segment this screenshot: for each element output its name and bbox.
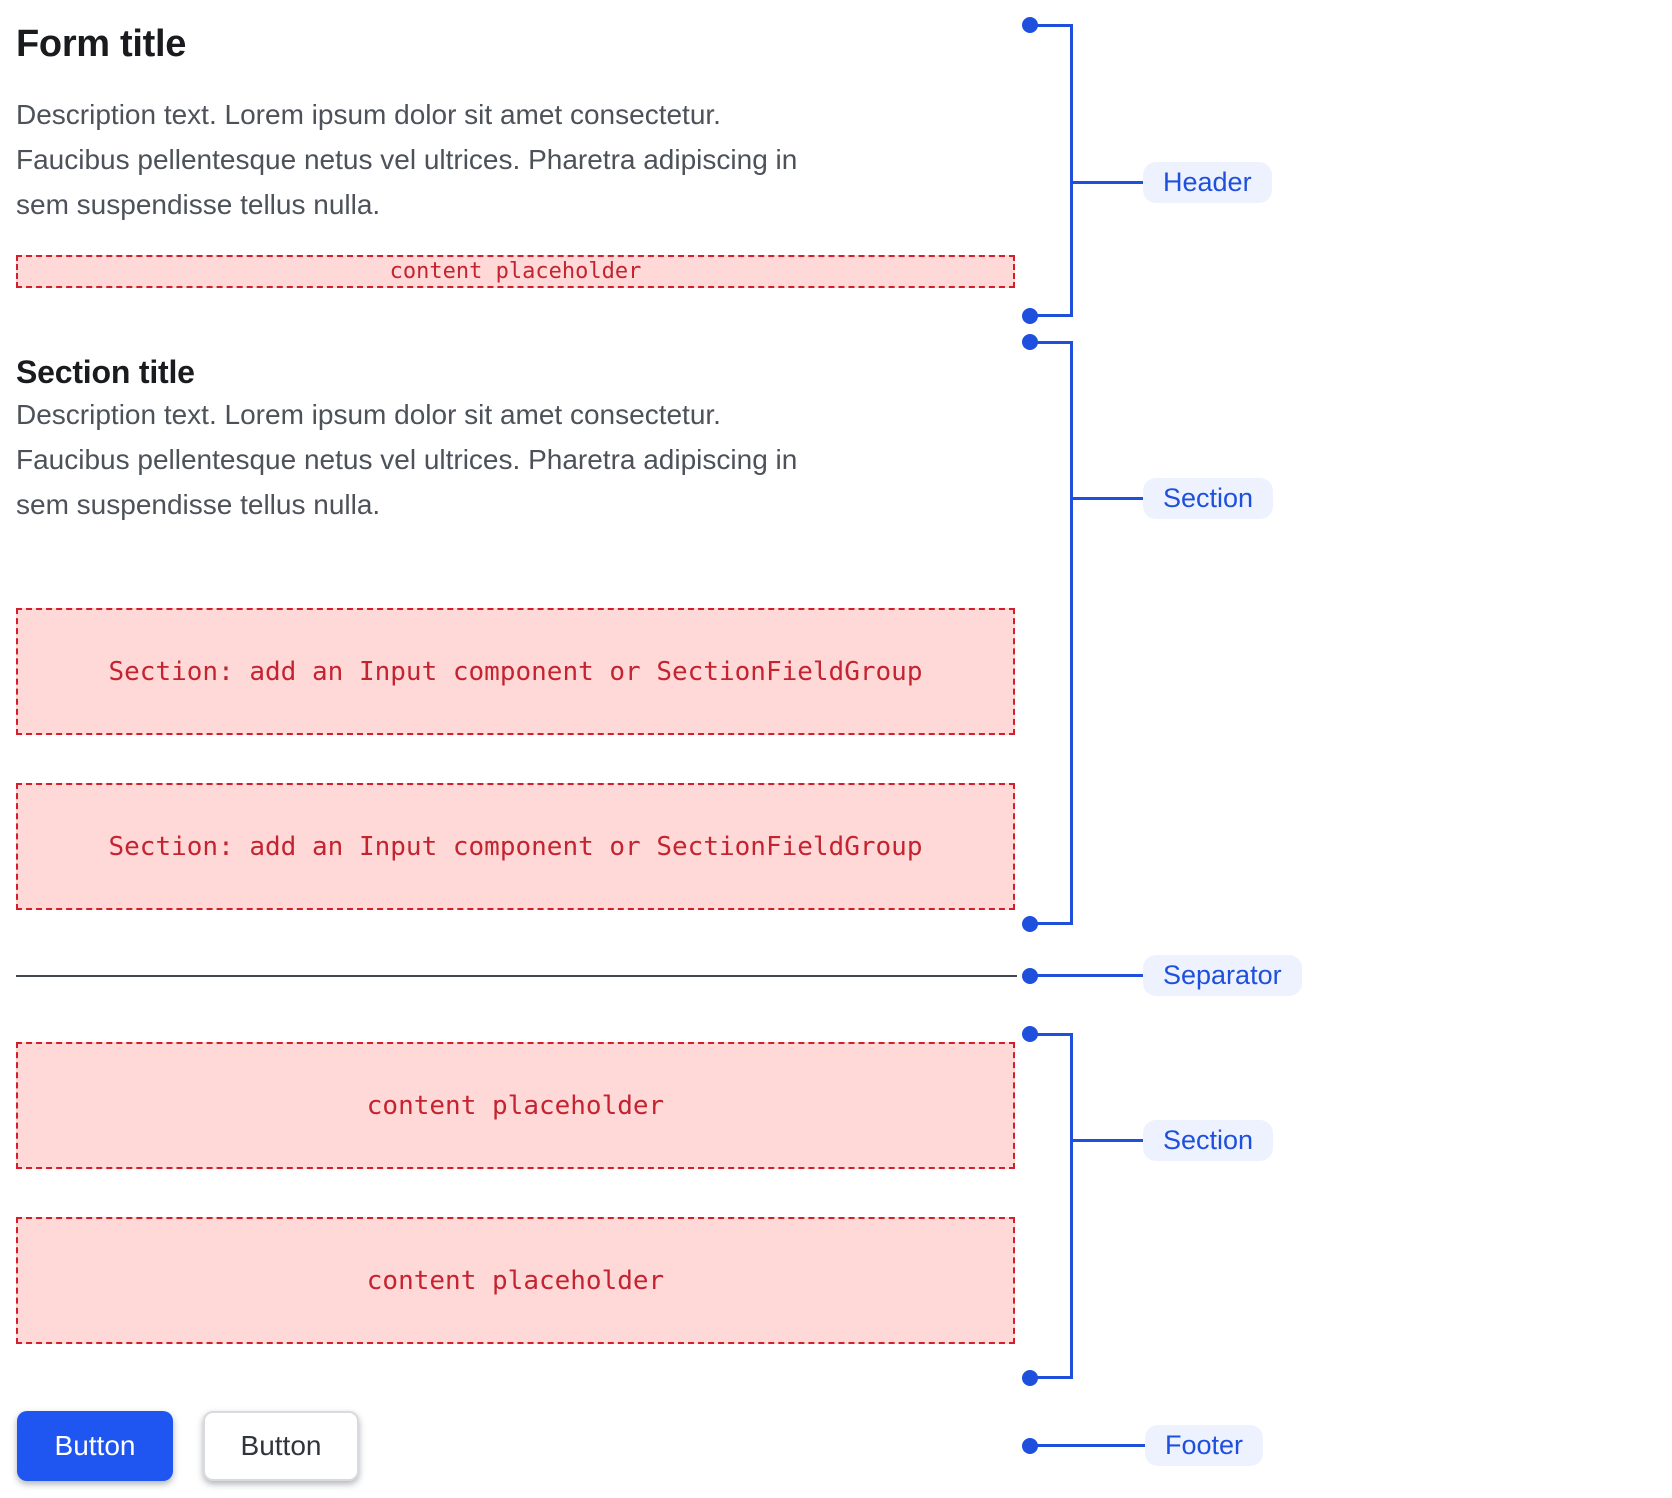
content-placeholder: content placeholder bbox=[16, 1217, 1015, 1344]
footer-annotation-label: Footer bbox=[1145, 1425, 1264, 1466]
separator-annotation-label: Separator bbox=[1143, 955, 1302, 996]
section-bracket-line-top bbox=[1030, 341, 1073, 344]
form-description: Description text. Lorem ipsum dolor sit … bbox=[16, 92, 956, 227]
section2-label-connector bbox=[1073, 1139, 1143, 1142]
separator-line bbox=[16, 975, 1017, 977]
section-description-line: Description text. Lorem ipsum dolor sit … bbox=[16, 399, 721, 430]
primary-button[interactable]: Button bbox=[17, 1411, 173, 1481]
content-placeholder: content placeholder bbox=[16, 1042, 1015, 1169]
header-content-placeholder: content placeholder bbox=[16, 255, 1015, 288]
section2-annotation-label: Section bbox=[1143, 1120, 1274, 1161]
form-description-line: sem suspendisse tellus nulla. bbox=[16, 189, 381, 220]
section-bracket-line-bottom bbox=[1030, 922, 1073, 925]
header-bracket-line-vertical bbox=[1070, 24, 1073, 317]
placeholder-text: content placeholder bbox=[366, 1265, 665, 1296]
section-description-line: Faucibus pellentesque netus vel ultrices… bbox=[16, 444, 798, 475]
section-title: Section title bbox=[16, 354, 195, 390]
section-description: Description text. Lorem ipsum dolor sit … bbox=[16, 392, 956, 527]
section2-bracket-line-top bbox=[1030, 1033, 1073, 1036]
form-description-line: Description text. Lorem ipsum dolor sit … bbox=[16, 99, 721, 130]
placeholder-text: Section: add an Input component or Secti… bbox=[108, 656, 923, 687]
section-description-line: sem suspendisse tellus nulla. bbox=[16, 489, 381, 520]
placeholder-text: content placeholder bbox=[389, 259, 642, 284]
placeholder-text: content placeholder bbox=[366, 1090, 665, 1121]
section2-bracket-dot-bottom bbox=[1022, 1370, 1038, 1386]
form-title: Form title bbox=[16, 23, 187, 65]
form-description-line: Faucibus pellentesque netus vel ultrices… bbox=[16, 144, 798, 175]
header-bracket-line-bottom bbox=[1030, 314, 1073, 317]
section-input-placeholder: Section: add an Input component or Secti… bbox=[16, 783, 1015, 910]
header-bracket-line-top bbox=[1030, 24, 1073, 27]
section2-bracket-line-vertical bbox=[1070, 1033, 1073, 1379]
section-annotation-label: Section bbox=[1143, 478, 1274, 519]
header-label-connector bbox=[1073, 181, 1143, 184]
placeholder-text: Section: add an Input component or Secti… bbox=[108, 831, 923, 862]
separator-label-connector bbox=[1030, 974, 1143, 977]
header-bracket-dot-bottom bbox=[1022, 308, 1038, 324]
section-bracket-line-vertical bbox=[1070, 341, 1073, 925]
header-annotation-label: Header bbox=[1143, 162, 1272, 203]
section2-bracket-line-bottom bbox=[1030, 1376, 1073, 1379]
section-label-connector bbox=[1073, 497, 1143, 500]
footer-label-connector bbox=[1030, 1444, 1145, 1447]
secondary-button[interactable]: Button bbox=[203, 1411, 359, 1481]
section-input-placeholder: Section: add an Input component or Secti… bbox=[16, 608, 1015, 735]
section-bracket-dot-bottom bbox=[1022, 916, 1038, 932]
